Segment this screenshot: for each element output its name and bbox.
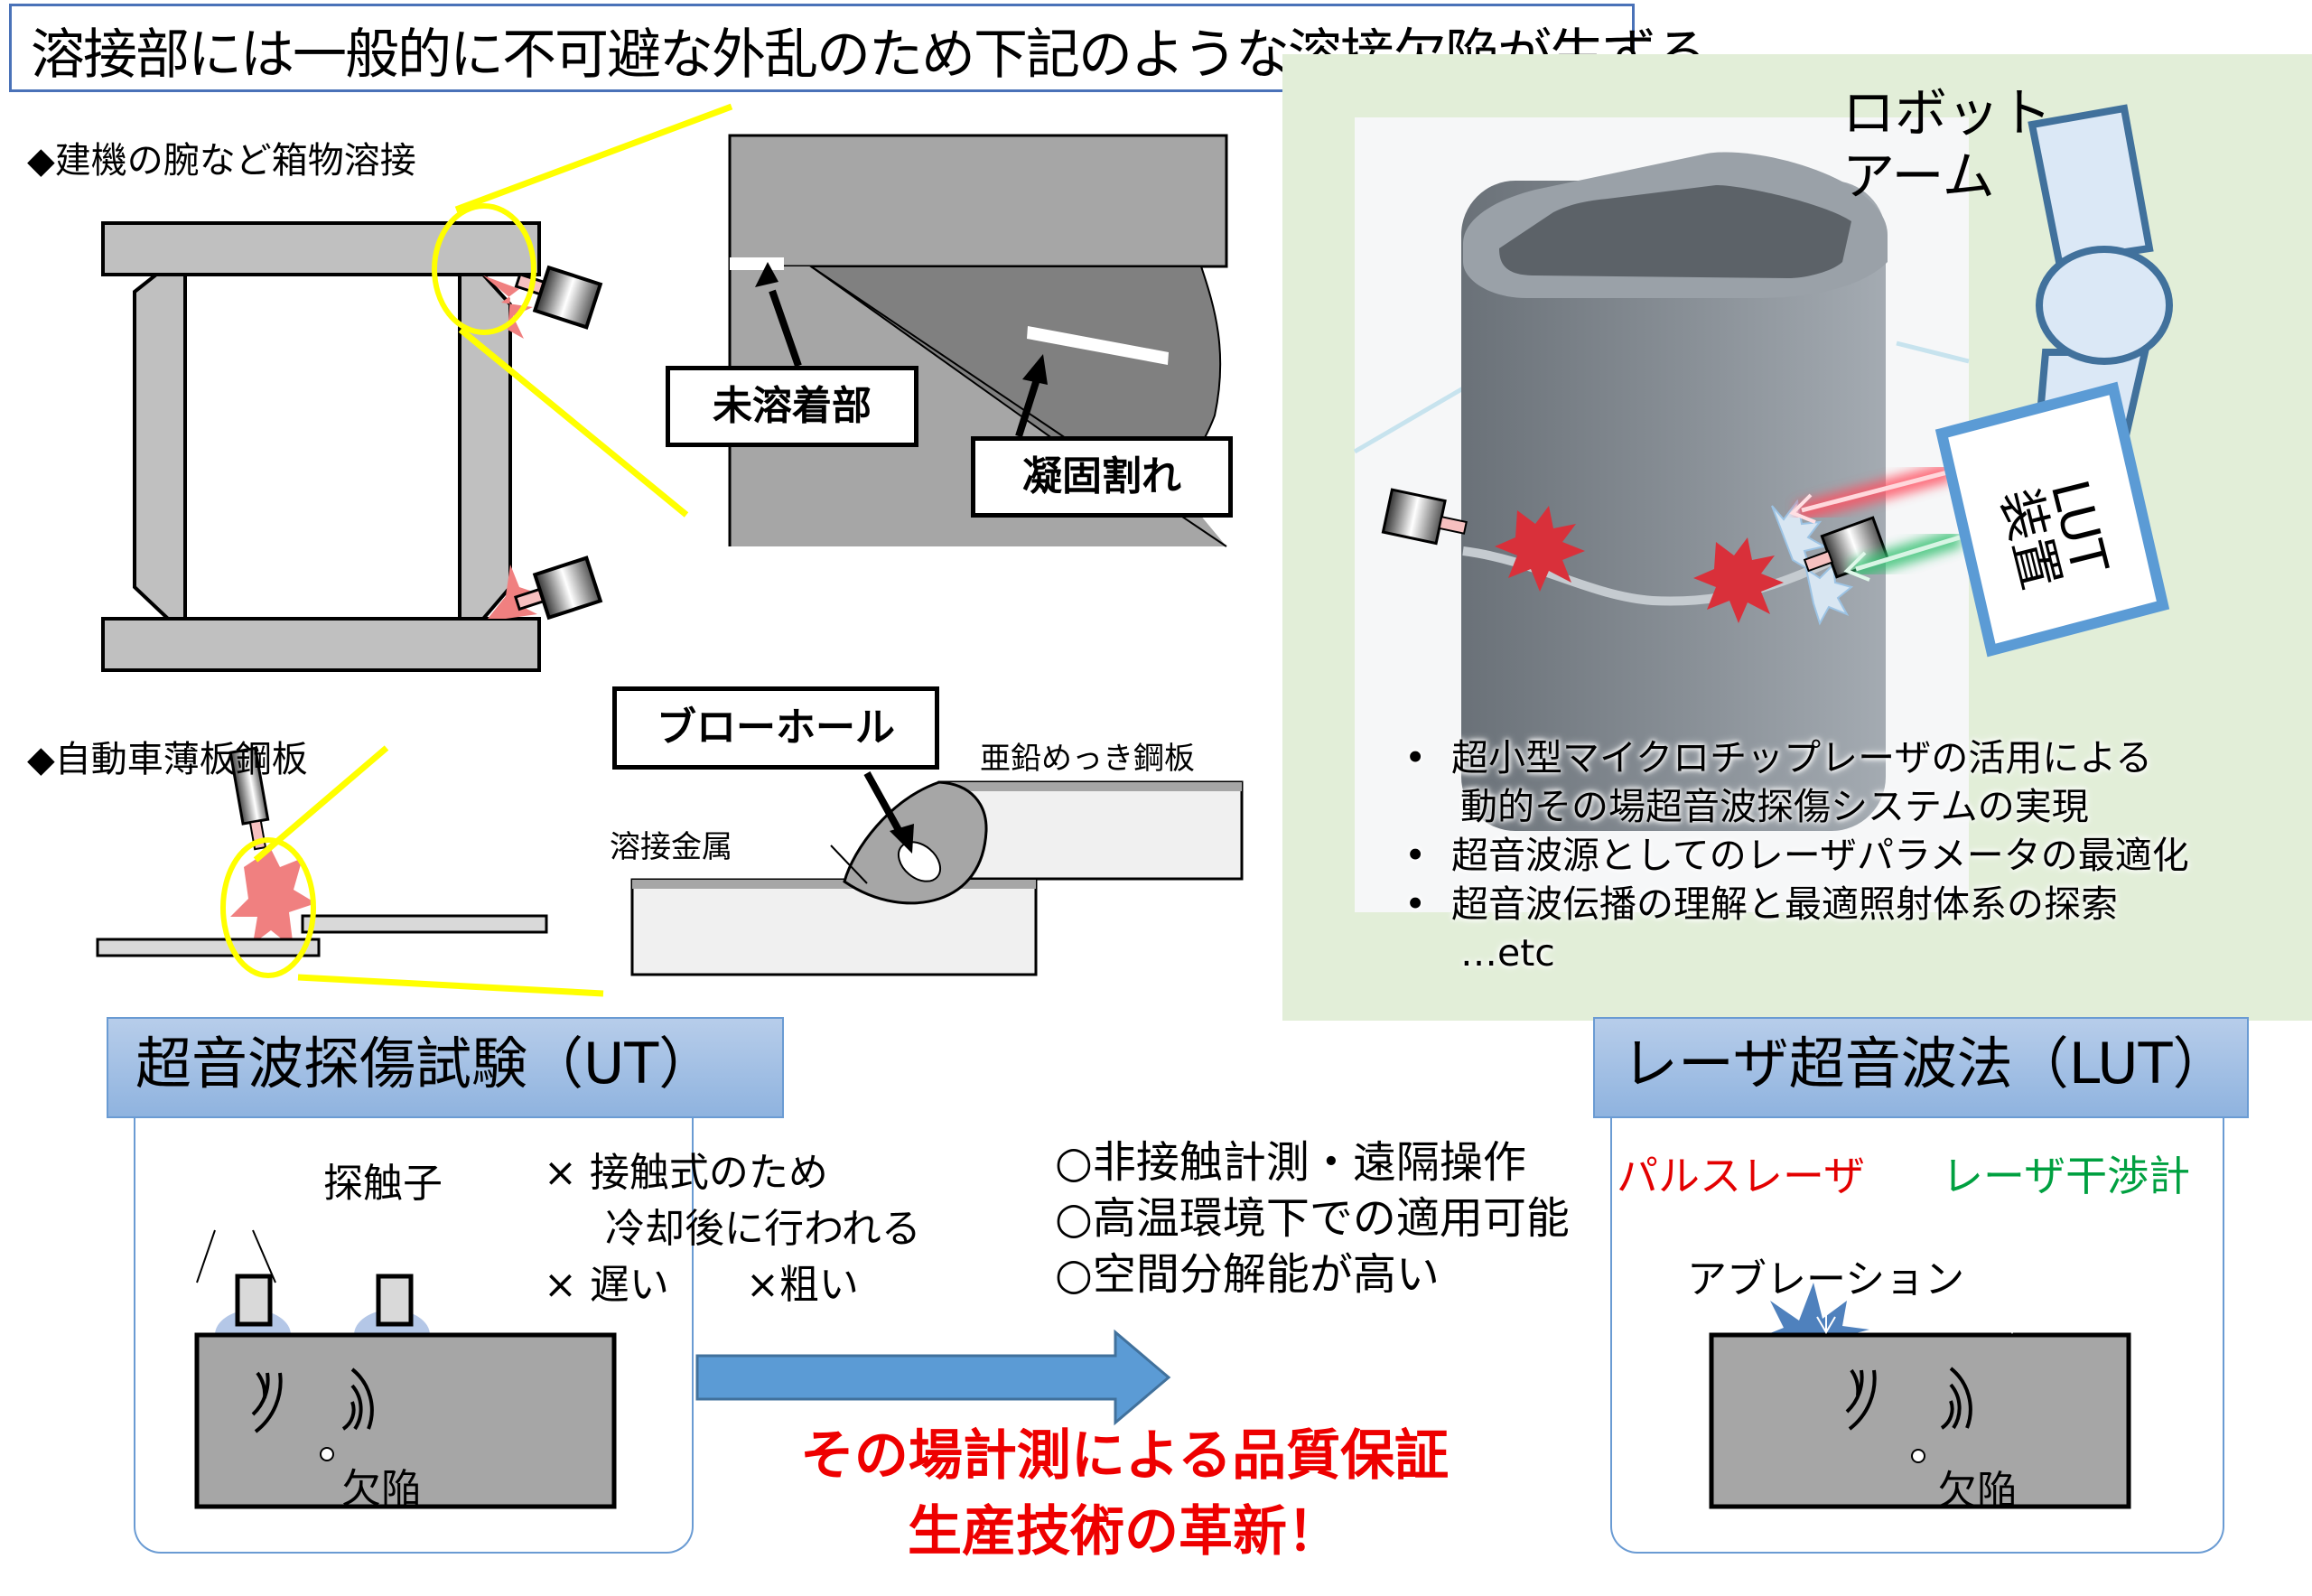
goal-item: •超小型マイクロチップレーザの活用による — [1404, 736, 2153, 779]
probe-label: 探触子 — [323, 1161, 443, 1207]
slogan: その場計測による品質保証 生産技術の革新！ — [741, 1418, 1508, 1570]
lower-sheet — [96, 938, 321, 957]
zoom-line — [297, 974, 604, 997]
highlight-circle — [220, 837, 316, 978]
lack-of-fusion-label: 未溶着部 — [666, 366, 918, 447]
robot-arm-label-line1: ロボット — [1842, 82, 2053, 144]
advantage-3: ○空間分解能が高い — [1055, 1249, 1440, 1300]
spark-icon — [1495, 506, 1585, 592]
wave-icon — [1845, 1367, 1972, 1431]
zoom-line — [253, 745, 389, 863]
goal-item: •超音波伝播の理解と最適照射体系の探索 — [1404, 882, 2118, 926]
ut-defect-label: 欠陥 — [341, 1466, 421, 1512]
defect-dot — [1911, 1449, 1925, 1463]
box-weld-heading: ◆建機の腕など箱物溶接 — [27, 140, 416, 182]
slogan-line1: その場計測による品質保証 — [799, 1424, 1450, 1488]
pulse-laser-label: パルスレーザ — [1617, 1152, 1866, 1200]
highlight-circle — [432, 203, 536, 335]
spark-icon — [1804, 562, 1854, 626]
probe-icon — [376, 1274, 414, 1327]
ut-drawback-slow: × 遅い — [544, 1262, 669, 1308]
robot-arm-label: ロボット アーム — [1842, 81, 2052, 208]
spark-icon — [1693, 537, 1784, 623]
lut-device-box — [1934, 381, 2170, 658]
blowhole-label: ブローホール — [612, 686, 939, 770]
probe-icon — [235, 1274, 273, 1327]
arrow-head — [755, 262, 778, 287]
weld-metal-label: 溶接金属 — [610, 829, 732, 865]
upper-sheet — [301, 914, 548, 934]
ut-drawback-coarse: ×粗い — [746, 1262, 859, 1308]
top-plate — [101, 221, 541, 276]
ablation-label: アブレーション — [1687, 1256, 1965, 1302]
welding-torch-icon — [514, 555, 603, 621]
crack-mark — [1027, 326, 1169, 365]
ut-header: 超音波探傷試験（UT） — [107, 1017, 784, 1118]
interferometer-label: レーザ干渉計 — [1942, 1152, 2191, 1200]
specimen-block — [1709, 1332, 2131, 1509]
advantage-1: ○非接触計測・遠隔操作 — [1055, 1137, 1526, 1188]
weld-spark-auto — [230, 849, 316, 948]
zoom-line — [454, 103, 733, 213]
title-box — [9, 4, 1635, 92]
goal-item-continued: 動的その場超音波探傷システムの実現 — [1460, 785, 2089, 828]
research-goals-list: •超小型マイクロチップレーザの活用による 動的その場超音波探傷システムの実現 •… — [1404, 733, 2189, 977]
arrow-head — [1022, 354, 1048, 385]
zoom-line — [458, 327, 689, 518]
spark-icon — [1771, 499, 1827, 574]
robot-arm-upper — [2028, 104, 2154, 266]
lut-defect-label: 欠陥 — [1937, 1468, 2017, 1514]
blowhole — [897, 841, 942, 882]
box-weld-diagram — [96, 103, 1244, 997]
lut-header: レーザ超音波法（LUT） — [1593, 1017, 2249, 1118]
wave-icon — [251, 1367, 374, 1433]
small-torch-icon — [228, 746, 270, 851]
auto-weld-heading: ◆自動車薄板鋼板 — [27, 739, 308, 780]
weld-spark-bottom — [488, 565, 537, 619]
lut-robot-illustration — [1353, 104, 2173, 831]
advantage-2: ○高温環境下での適用可能 — [1055, 1193, 1570, 1244]
zinc-plate-lower — [630, 878, 1038, 976]
ut-diagram — [194, 1229, 617, 1509]
slogan-line2: 生産技術の革新！ — [908, 1500, 1341, 1563]
solidification-crack-label: 凝固割れ — [971, 436, 1233, 518]
robot-joint — [2036, 246, 2173, 365]
robot-arm-label-line2: アーム — [1842, 145, 1995, 207]
steel-tube — [1461, 181, 1886, 831]
lut-card — [1610, 1113, 2224, 1554]
detail-upper-plate — [728, 134, 1228, 268]
left-web — [133, 273, 187, 621]
zinc-plate-label: 亜鉛めっき鋼板 — [980, 741, 1195, 777]
goal-item: •超音波源としてのレーザパラメータの最適化 — [1404, 834, 2189, 877]
laser-probe-icon — [1381, 488, 1468, 546]
defect-dot — [320, 1447, 334, 1461]
arrow-head — [890, 824, 914, 854]
ut-drawback-1: × 接触式のため — [544, 1150, 828, 1196]
ut-card — [134, 1113, 694, 1554]
goals-etc: …etc — [1460, 931, 1555, 975]
bottom-plate — [101, 617, 541, 672]
ut-drawback-1b: 冷却後に行われる — [605, 1206, 921, 1252]
arrow-right-icon — [695, 1329, 1171, 1426]
zinc-plate-upper — [937, 780, 1244, 881]
